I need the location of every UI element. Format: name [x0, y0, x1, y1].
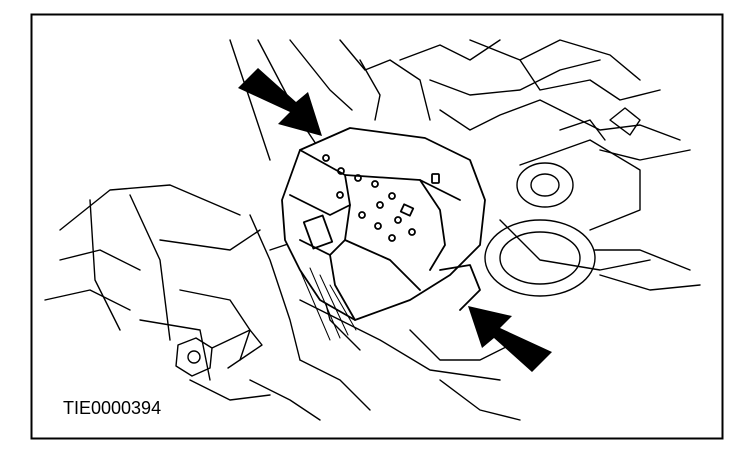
- lock-cylinder: [484, 107, 701, 297]
- mounting-bolt: [175, 329, 271, 401]
- left-bracket: [44, 184, 331, 381]
- connector-shadow-hatching: [299, 267, 357, 341]
- arrow-upper-left: [238, 68, 322, 136]
- figure-id-label: TIE0000394: [63, 398, 162, 418]
- arrow-lower-right: [468, 306, 552, 372]
- electrical-connector: [281, 127, 486, 321]
- lower-housing-lines: [249, 279, 521, 421]
- callout-arrows: [238, 68, 552, 372]
- column-housing-lines: [229, 39, 691, 161]
